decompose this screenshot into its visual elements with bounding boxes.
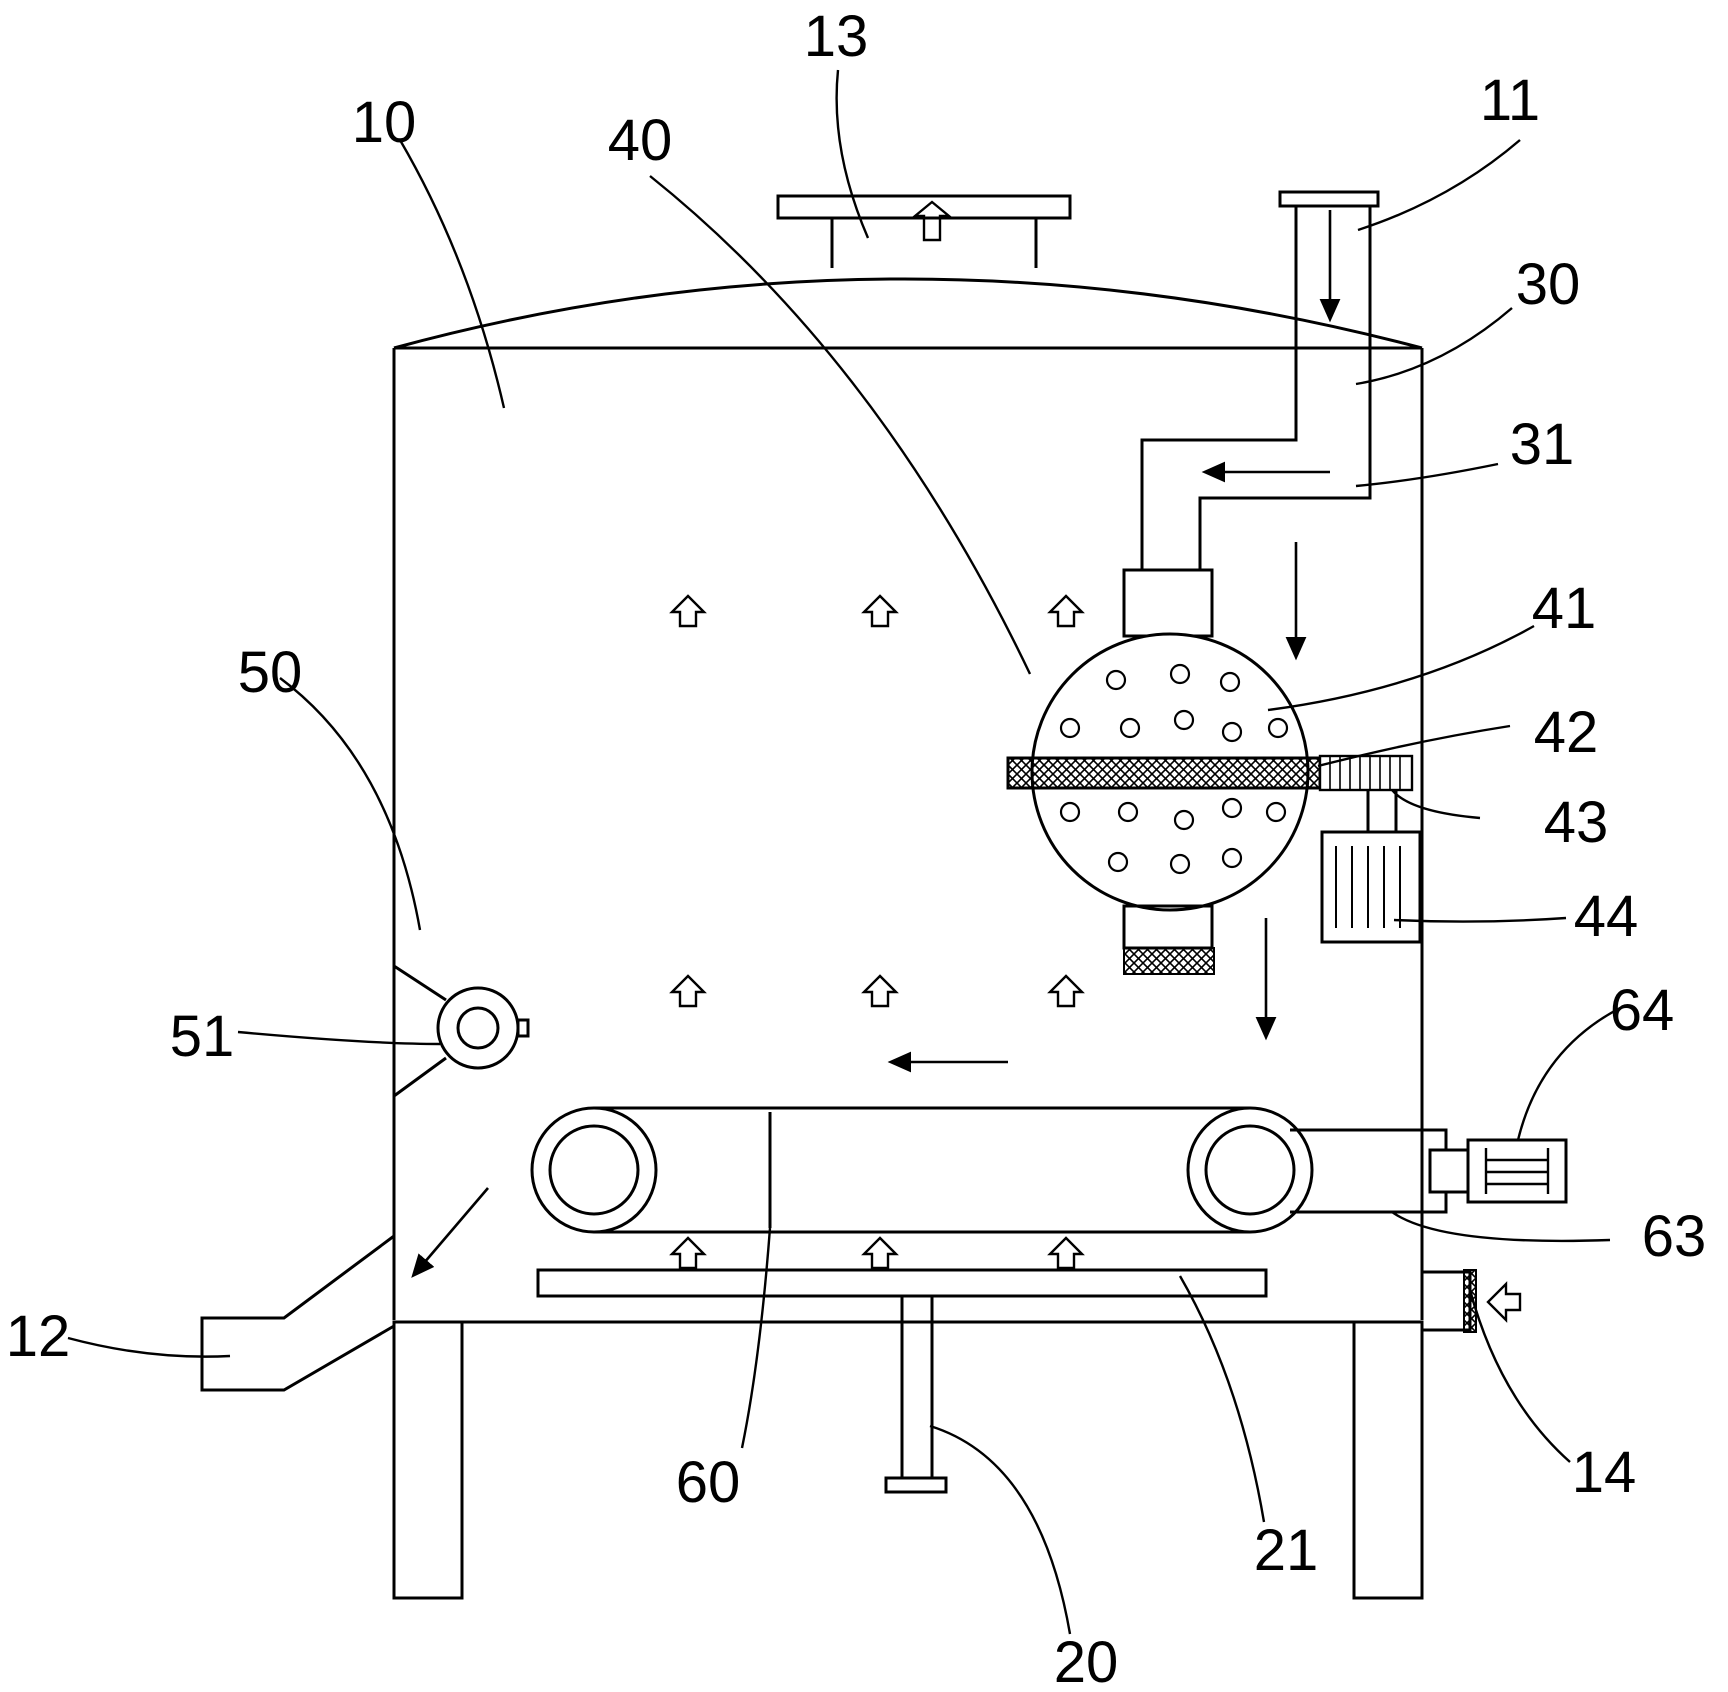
label-11: 11 (1480, 68, 1540, 133)
up-arrow-icon (911, 200, 953, 242)
flow-arrows (411, 1051, 1008, 1278)
up-arrow-icon (1047, 594, 1085, 628)
label-30: 30 (1516, 252, 1581, 317)
down-left-arrow-icon (411, 1187, 489, 1278)
drum-holes (1059, 663, 1289, 875)
reference-labels: 13 10 40 11 30 31 41 42 43 44 64 63 14 5… (6, 4, 1707, 1692)
drum-shaft (1006, 756, 1322, 790)
label-13: 13 (804, 4, 869, 69)
up-arrow-icon (669, 594, 707, 628)
conveyor-belt (530, 1106, 1568, 1234)
label-63: 63 (1642, 1204, 1707, 1269)
label-51: 51 (170, 1004, 235, 1069)
motor-44 (1320, 830, 1422, 944)
discharge-outlet (200, 1234, 395, 1392)
label-40: 40 (608, 108, 673, 173)
label-43: 43 (1544, 790, 1609, 855)
airflow-arrows (669, 594, 1085, 1270)
leader-lines (67, 69, 1621, 1635)
support-legs (392, 1320, 1424, 1600)
sieve-drum-assembly (1006, 632, 1422, 1041)
drum-bottom-filter (1123, 947, 1215, 975)
label-20: 20 (1054, 1630, 1119, 1692)
top-exhaust-outlet (776, 194, 1072, 268)
label-21: 21 (1254, 1518, 1319, 1583)
label-42: 42 (1534, 700, 1599, 765)
left-arrow-icon (1486, 1281, 1522, 1323)
label-14: 14 (1572, 1440, 1637, 1505)
up-arrow-icon (669, 1236, 707, 1270)
label-60: 60 (676, 1450, 741, 1515)
label-44: 44 (1574, 884, 1639, 949)
label-64: 64 (1610, 978, 1675, 1043)
label-50: 50 (238, 640, 303, 705)
label-10: 10 (352, 90, 417, 155)
up-arrow-icon (1047, 1236, 1085, 1270)
feed-pipe (1122, 190, 1380, 661)
up-arrow-icon (861, 1236, 899, 1270)
air-inlet (1422, 1269, 1522, 1333)
up-arrow-icon (1047, 974, 1085, 1008)
up-arrow-icon (861, 974, 899, 1008)
up-arrow-icon (669, 974, 707, 1008)
label-41: 41 (1532, 576, 1597, 641)
side-fan-unit (393, 964, 530, 1098)
up-arrow-icon (861, 594, 899, 628)
label-31: 31 (1510, 412, 1575, 477)
label-12: 12 (6, 1304, 71, 1369)
air-distributor (536, 1268, 1268, 1494)
